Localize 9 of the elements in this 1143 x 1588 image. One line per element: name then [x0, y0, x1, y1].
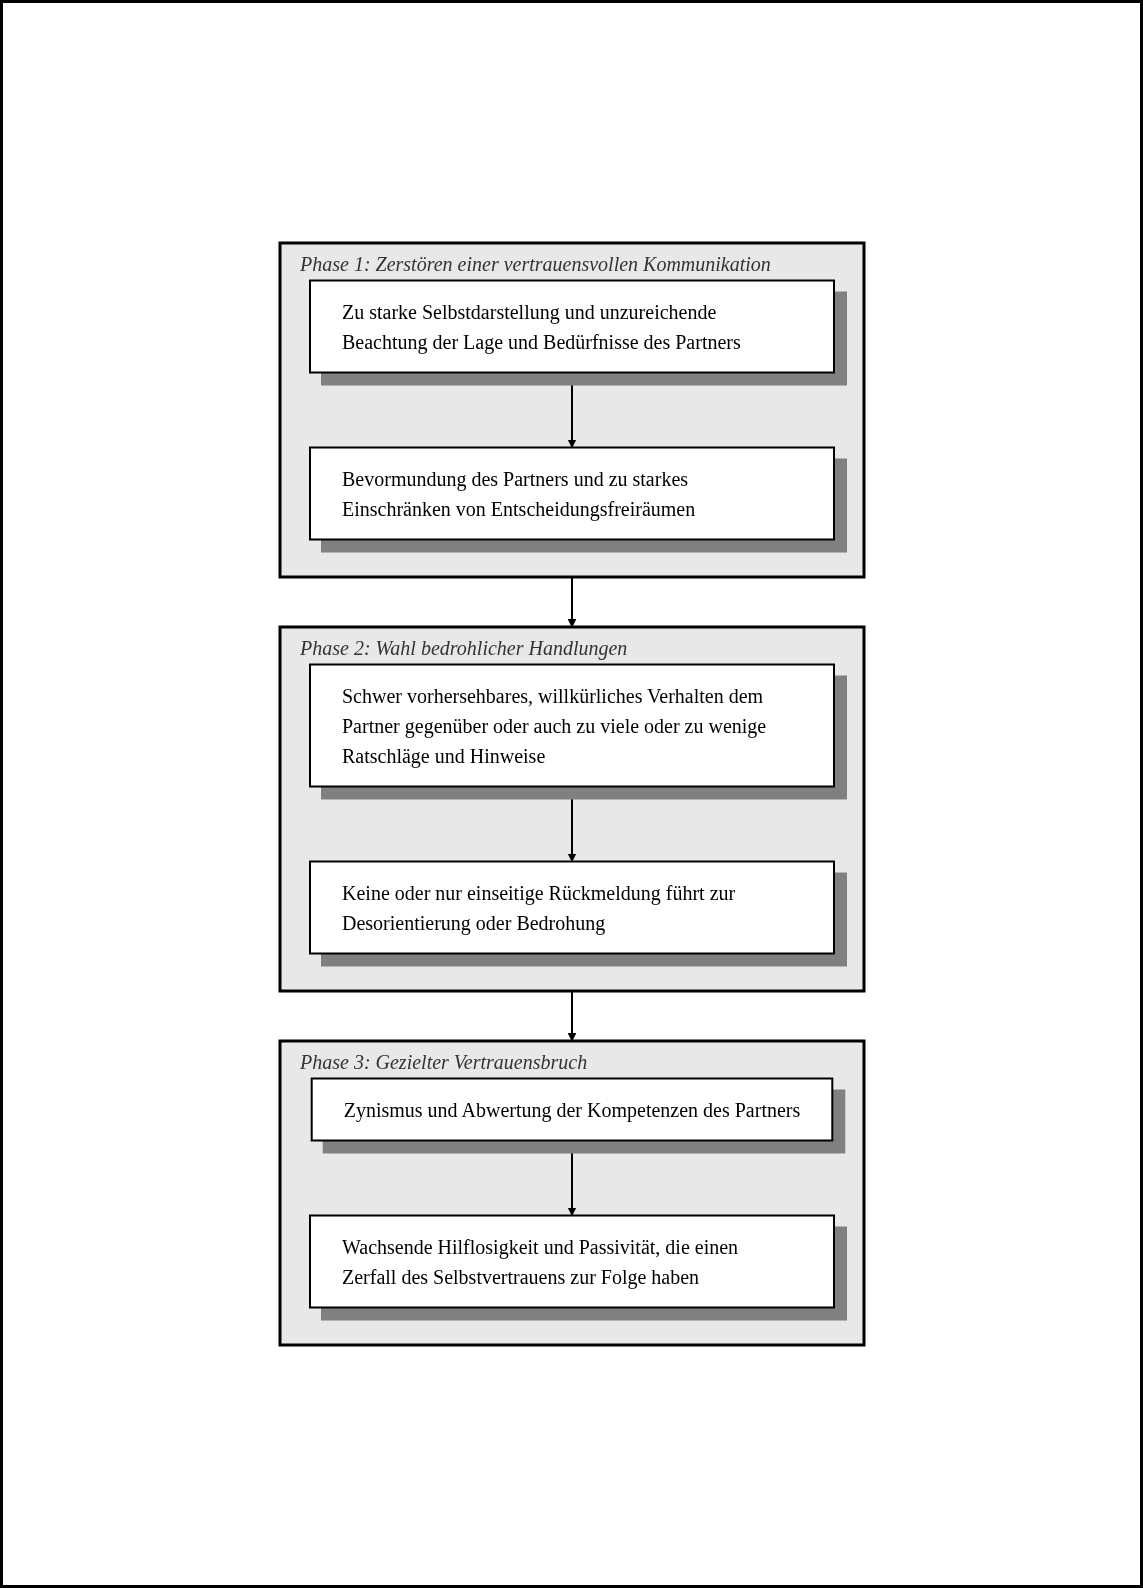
node-box: Bevormundung des Partners und zu starkes Einschränken von Entscheidungsfreiräumen — [308, 446, 835, 541]
arrow — [567, 1139, 576, 1216]
node-box: Wachsende Hilflosigkeit und Passivität, die einen Zerfall des Selbstvertrauens zur Folge haben — [308, 1214, 835, 1309]
arrow — [567, 371, 576, 448]
node-box: Zynismus und Abwertung der Kompetenzen des Partners — [310, 1077, 833, 1142]
arrow — [567, 785, 576, 862]
node-box: Zu starke Selbstdarstellung und unzureichende Beachtung der Lage und Bedürfnisse des Partners — [308, 279, 835, 374]
node-box: Schwer vorhersehbares, willkürliches Verhalten dem Partner gegenüber oder auch zu viele oder zu wenige Ratschläge und Hinweise — [308, 663, 835, 788]
node-box: Keine oder nur einseitige Rückmeldung führt zur Desorientierung oder Bedrohung — [308, 860, 835, 955]
